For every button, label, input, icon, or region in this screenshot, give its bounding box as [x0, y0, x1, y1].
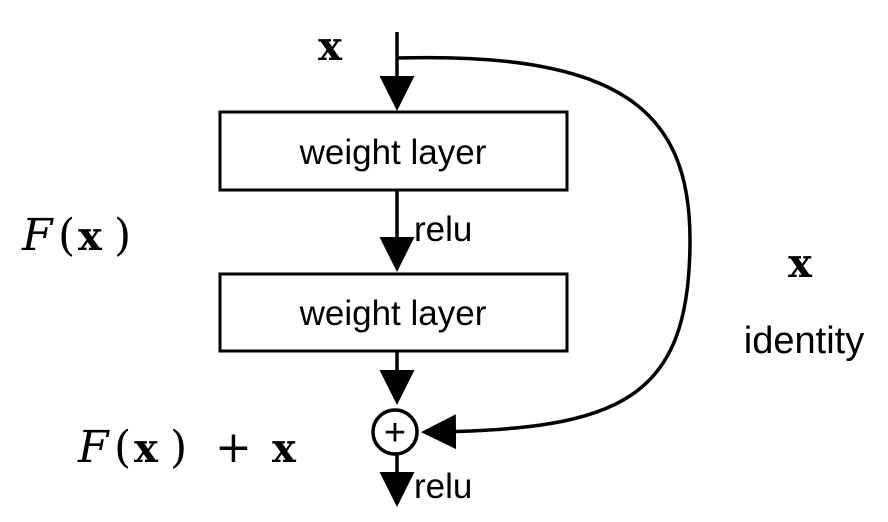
residual-function-label: F ( x ): [21, 210, 131, 261]
output-label: F ( x ) + x: [77, 422, 297, 473]
plus-icon: +: [384, 412, 406, 454]
weight-layer-1-label: weight layer: [299, 133, 487, 172]
paren-open-2: (: [114, 422, 131, 473]
identity-shortcut-arrow: [396, 55, 692, 450]
paren-close-1: ): [114, 210, 131, 261]
sum-node: +: [371, 408, 419, 456]
script-f-2: F: [77, 422, 110, 473]
relu-mid-label: relu: [414, 210, 472, 249]
plus-sign: +: [215, 422, 252, 473]
input-label: x: [318, 23, 343, 70]
weight-layer-2-label: weight layer: [299, 294, 487, 333]
paren-open-1: (: [58, 210, 75, 261]
weight-layer-1: weight layer: [218, 110, 569, 192]
script-f-1: F: [21, 210, 54, 261]
var-x-1: x: [78, 213, 103, 260]
weight-layer-2: weight layer: [218, 272, 569, 353]
identity-label: identity: [744, 320, 864, 362]
var-x-2: x: [134, 425, 159, 472]
identity-var-label: x: [788, 240, 813, 287]
paren-close-2: ): [170, 422, 187, 473]
var-x-3: x: [272, 425, 297, 472]
relu-out-label: relu: [414, 467, 472, 506]
